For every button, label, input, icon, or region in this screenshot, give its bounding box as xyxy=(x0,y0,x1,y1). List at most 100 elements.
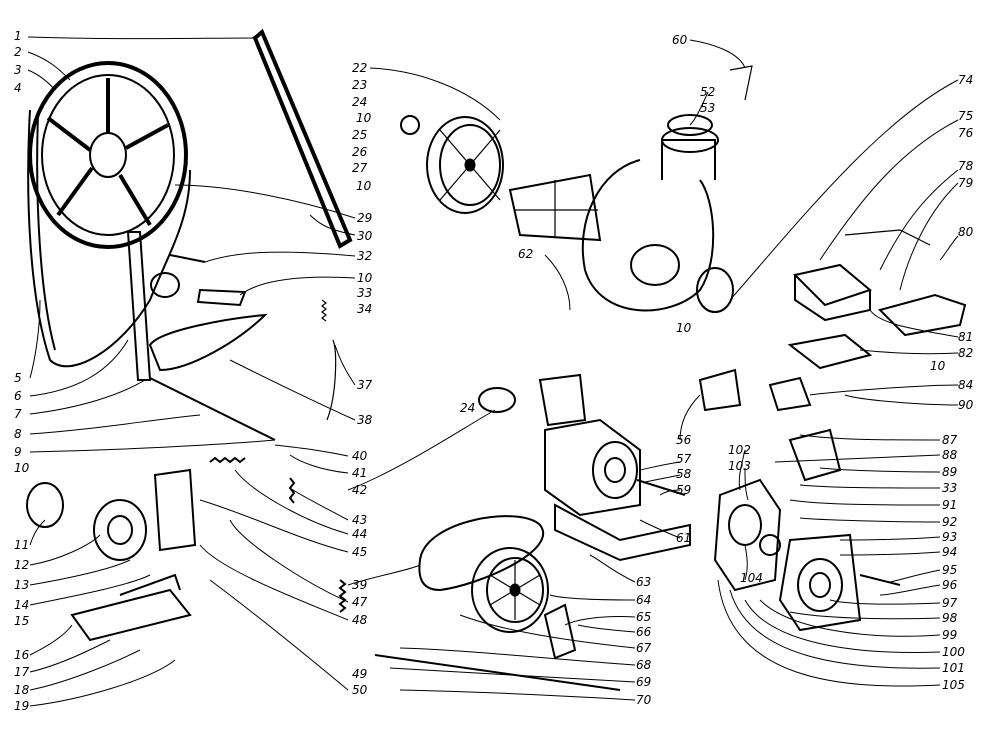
label-42: 42 xyxy=(352,483,367,497)
label-104: 104 xyxy=(740,571,763,585)
label-8: 8 xyxy=(14,427,22,441)
label-98: 98 xyxy=(942,611,958,625)
label-33b: 33 xyxy=(942,481,957,495)
label-67: 67 xyxy=(636,641,652,655)
label-53: 53 xyxy=(700,101,715,115)
label-3: 3 xyxy=(14,63,22,77)
blower-assembly xyxy=(400,114,734,313)
label-45: 45 xyxy=(352,545,367,559)
label-84: 84 xyxy=(958,378,973,392)
label-10c: 10 xyxy=(356,179,372,193)
label-82: 82 xyxy=(958,346,973,360)
label-19: 19 xyxy=(14,699,29,713)
label-40: 40 xyxy=(352,449,368,463)
label-16: 16 xyxy=(14,648,30,662)
large-drive-pulley xyxy=(28,61,188,249)
control-components xyxy=(729,65,967,412)
drum-belt xyxy=(27,109,191,368)
label-26: 26 xyxy=(352,145,368,159)
label-17: 17 xyxy=(14,665,30,679)
label-50: 50 xyxy=(352,683,368,697)
label-100: 100 xyxy=(942,645,965,659)
label-62: 62 xyxy=(518,247,533,261)
label-101: 101 xyxy=(942,661,965,675)
spring-33 xyxy=(321,299,327,322)
label-37: 37 xyxy=(357,378,373,392)
label-25: 25 xyxy=(352,128,367,142)
label-92: 92 xyxy=(942,515,957,529)
label-66: 66 xyxy=(636,625,652,639)
label-76: 76 xyxy=(958,126,974,140)
label-103: 103 xyxy=(728,459,751,473)
label-97: 97 xyxy=(942,596,958,610)
idler-rod xyxy=(149,377,276,441)
label-69: 69 xyxy=(636,675,651,689)
label-49: 49 xyxy=(352,667,367,681)
label-10d: 10 xyxy=(357,271,373,285)
label-57: 57 xyxy=(676,452,692,466)
label-12: 12 xyxy=(14,558,29,572)
long-belt xyxy=(252,28,353,249)
label-102: 102 xyxy=(728,443,751,457)
label-74: 74 xyxy=(958,73,973,87)
label-58: 58 xyxy=(676,467,692,481)
label-38: 38 xyxy=(357,413,373,427)
label-10e: 10 xyxy=(930,359,946,373)
motor-pulley-assembly xyxy=(338,515,621,691)
label-4: 4 xyxy=(14,81,22,95)
label-52: 52 xyxy=(700,85,715,99)
label-14: 14 xyxy=(14,598,29,612)
lower-left-assembly xyxy=(26,456,296,642)
label-27: 27 xyxy=(352,161,368,175)
label-87: 87 xyxy=(942,433,958,447)
idler-arm xyxy=(126,231,247,381)
label-78: 78 xyxy=(958,159,974,173)
label-22: 22 xyxy=(352,61,367,75)
label-91: 91 xyxy=(942,498,957,512)
label-41: 41 xyxy=(352,466,367,480)
label-63: 63 xyxy=(636,575,651,589)
label-10: 10 xyxy=(14,461,30,475)
gear-housing xyxy=(713,428,901,632)
label-18: 18 xyxy=(14,683,30,697)
leader-lines xyxy=(27,36,959,707)
label-39: 39 xyxy=(352,578,367,592)
label-10f: 10 xyxy=(676,321,692,335)
label-79: 79 xyxy=(958,176,973,190)
label-9: 9 xyxy=(14,445,22,459)
label-80: 80 xyxy=(958,225,974,239)
label-15: 15 xyxy=(14,614,29,628)
spring-34 xyxy=(326,339,337,421)
label-10b: 10 xyxy=(356,111,372,125)
label-2: 2 xyxy=(14,45,22,59)
label-32: 32 xyxy=(357,249,372,263)
label-94: 94 xyxy=(942,545,957,559)
label-43: 43 xyxy=(352,513,367,527)
callout-labels: 1 2 3 4 5 6 7 8 9 10 11 12 13 14 15 16 1… xyxy=(14,29,974,713)
label-24: 24 xyxy=(352,95,367,109)
label-65: 65 xyxy=(636,610,651,624)
label-68: 68 xyxy=(636,658,652,672)
label-1: 1 xyxy=(14,29,22,43)
label-105: 105 xyxy=(942,678,965,692)
label-93: 93 xyxy=(942,530,957,544)
label-59: 59 xyxy=(676,483,691,497)
label-64: 64 xyxy=(636,593,651,607)
label-61: 61 xyxy=(676,531,691,545)
small-v-belt xyxy=(148,313,268,372)
label-81: 81 xyxy=(958,330,973,344)
label-70: 70 xyxy=(636,693,652,707)
label-47: 47 xyxy=(352,595,368,609)
label-13: 13 xyxy=(14,578,29,592)
label-60: 60 xyxy=(672,33,688,47)
label-23: 23 xyxy=(352,78,367,92)
label-24b: 24 xyxy=(460,401,475,415)
label-34: 34 xyxy=(357,302,372,316)
label-56: 56 xyxy=(676,433,692,447)
label-33: 33 xyxy=(357,286,372,300)
label-75: 75 xyxy=(958,109,973,123)
label-96: 96 xyxy=(942,578,958,592)
label-6: 6 xyxy=(14,389,22,403)
label-30: 30 xyxy=(357,229,373,243)
